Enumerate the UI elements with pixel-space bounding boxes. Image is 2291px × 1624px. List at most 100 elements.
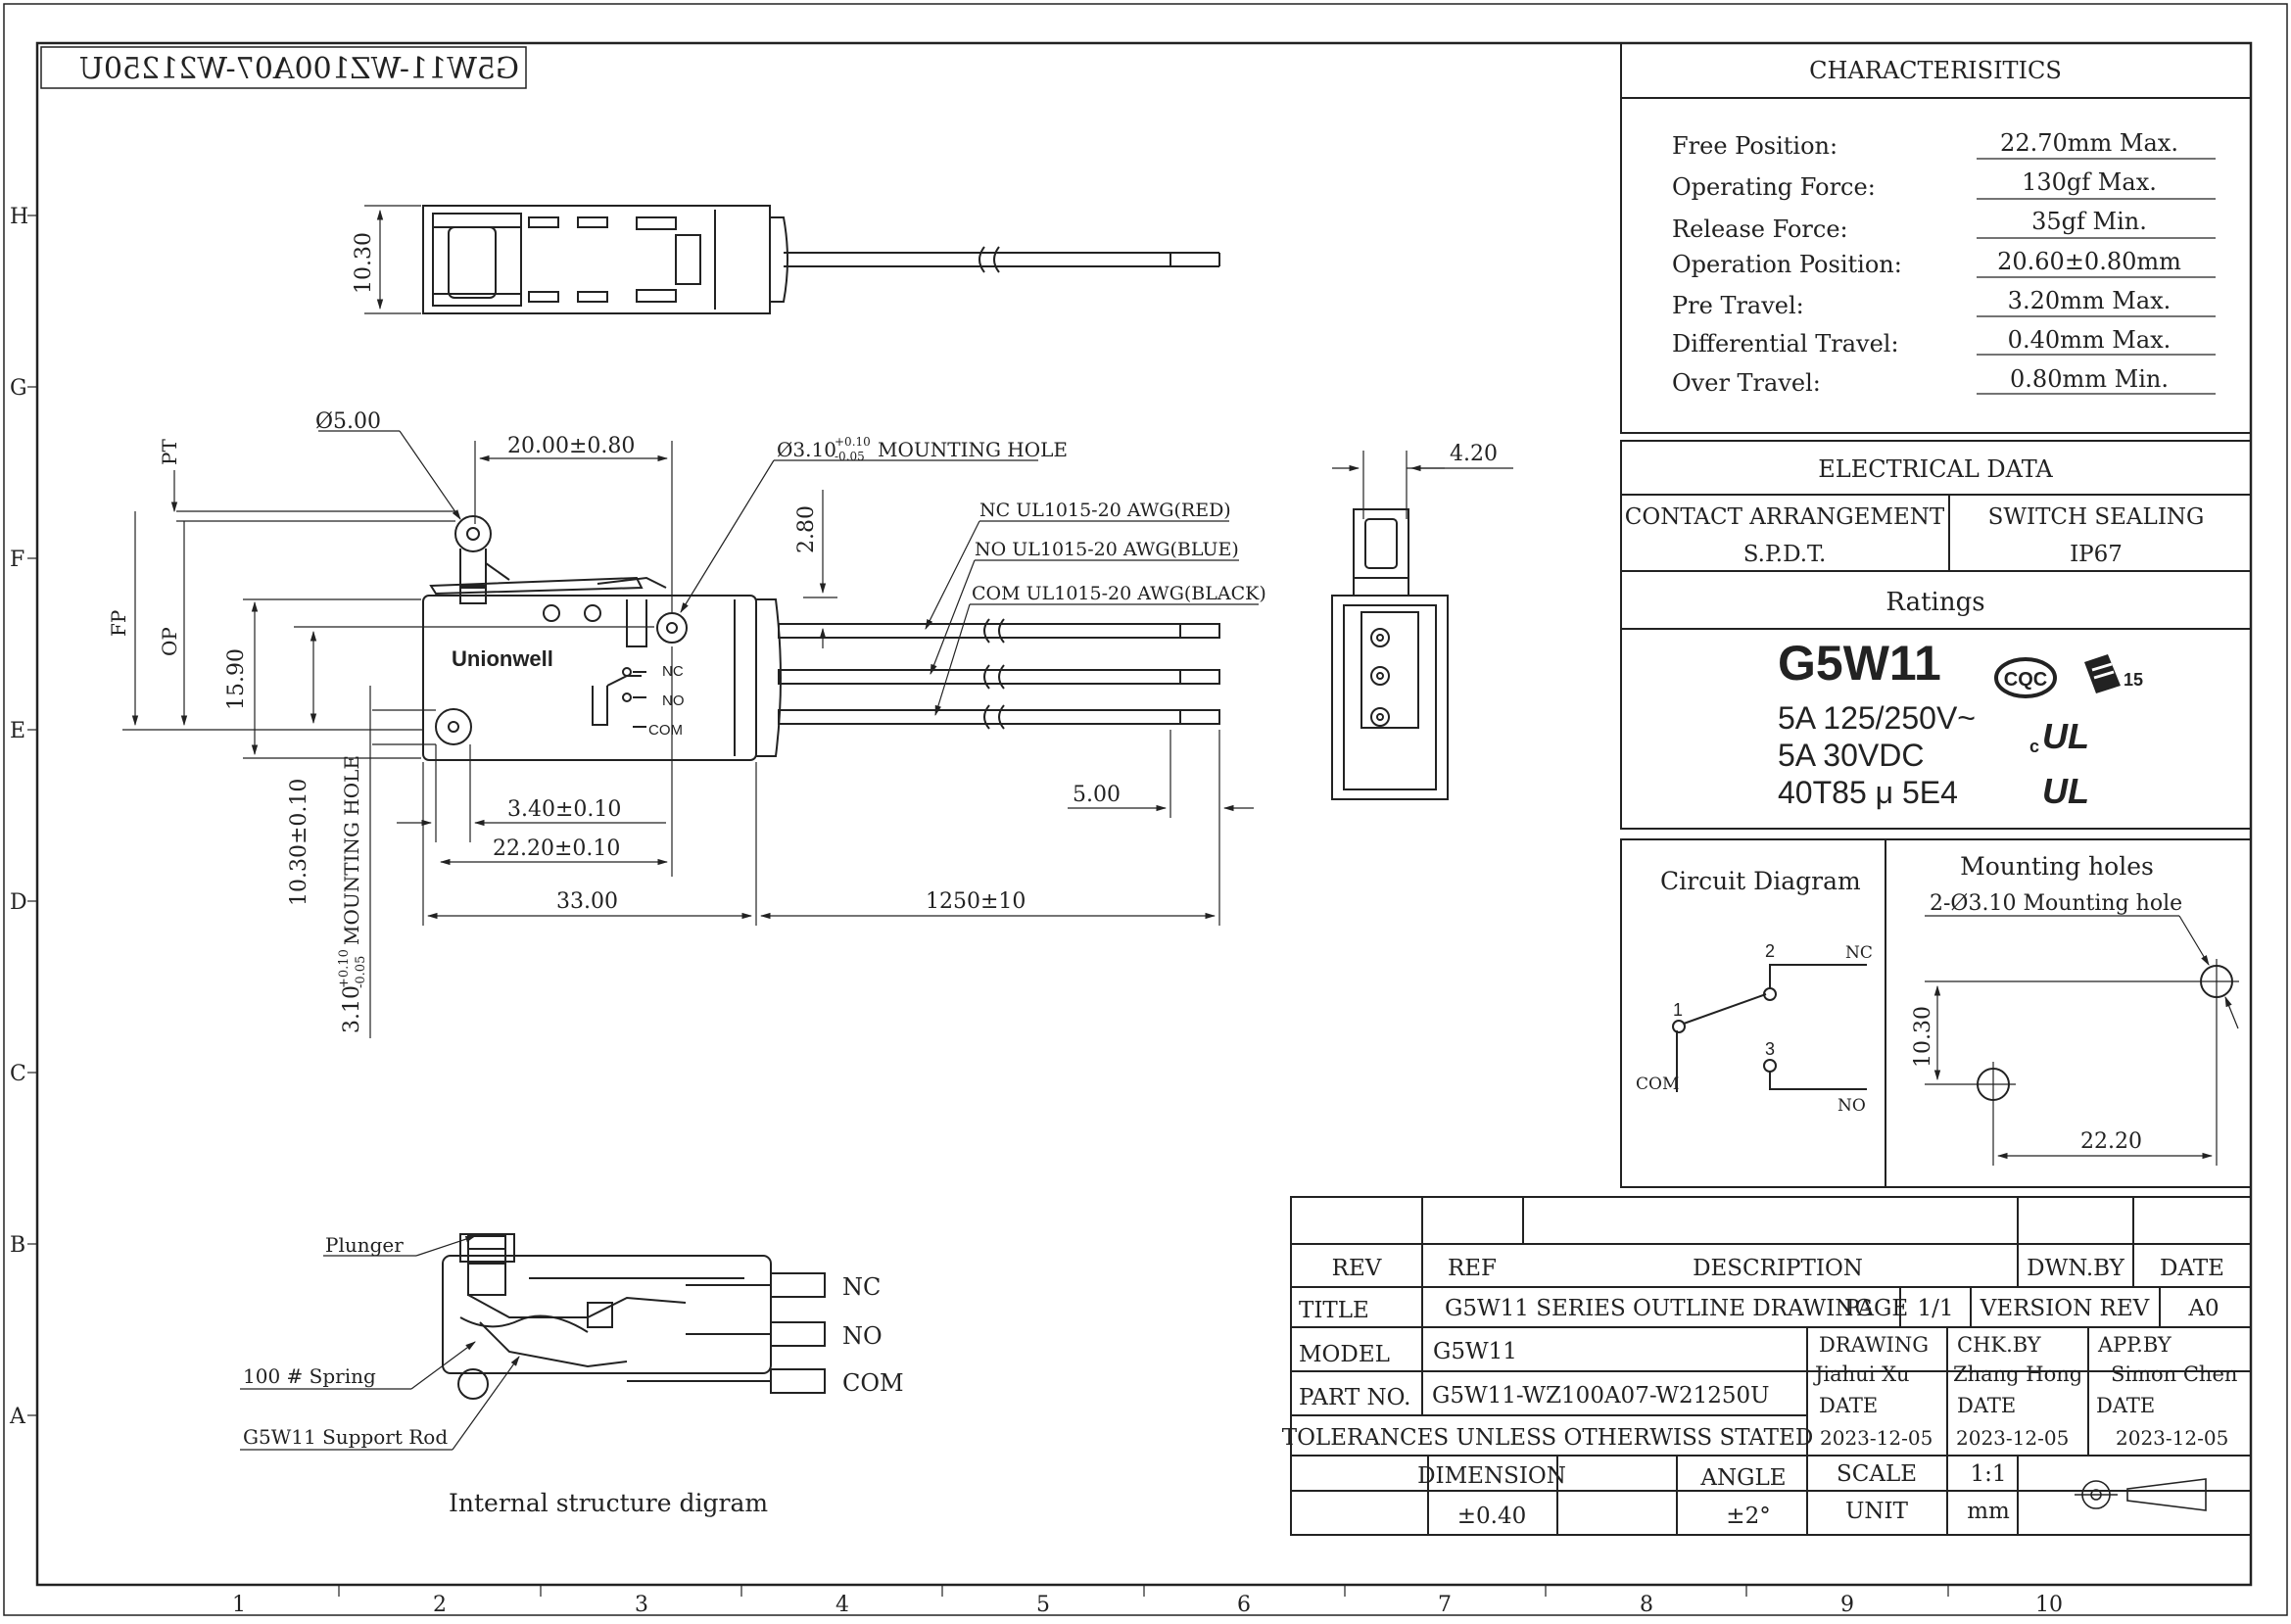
dim-3-10-mounting: 3.10 +0.10 -0.05 MOUNTING HOLE: [337, 755, 368, 1033]
tb-date1-value: 2023-12-05: [1820, 1426, 1933, 1450]
tb-app-value: Simon Chen: [2111, 1362, 2237, 1386]
grid-row-h: H: [10, 205, 28, 229]
circuit-no-label: NO: [1838, 1096, 1866, 1116]
mirrored-drawing-number: G5W11-WZ100A07-W21250U: [40, 46, 527, 89]
ratings-title: Ratings: [1885, 588, 1984, 617]
rating-dc: 5A 30VDC: [1778, 738, 1924, 773]
drawing-number-mirrored: G5W11-WZ100A07-W21250U: [79, 52, 519, 86]
wire-com-label: COM UL1015-20 AWG(BLACK): [972, 583, 1266, 604]
tb-model-label: MODEL: [1299, 1342, 1390, 1367]
tb-dimension-value: ±0.40: [1457, 1504, 1526, 1529]
tb-page-value: 1/1: [1917, 1296, 1953, 1321]
grid-col-5: 5: [1036, 1593, 1050, 1617]
dim-mounting-hole: Ø3.10 +0.10 -0.05 MOUNTING HOLE: [777, 435, 1068, 463]
char-value-diff: 0.40mm Max.: [2008, 326, 2172, 354]
side-nc-label: NC: [662, 663, 684, 680]
dim-roller-dia: Ø5.00: [315, 409, 381, 434]
dim-fp: FP: [107, 610, 130, 637]
cqc-mark: CQC: [1994, 657, 2057, 698]
tb-unit-value: mm: [1967, 1499, 2010, 1524]
enec-mark: 15: [2084, 654, 2143, 693]
char-label-pre: Pre Travel:: [1672, 292, 1804, 319]
tb-title-label: TITLE: [1299, 1298, 1369, 1323]
ratings-model: G5W11: [1778, 636, 1941, 691]
mount-hole-main: Ø3.10: [777, 438, 836, 461]
tb-scale-label: SCALE: [1837, 1461, 1917, 1487]
cqc-mark-text: CQC: [2004, 669, 2047, 691]
enec-mark-number: 15: [2124, 670, 2143, 690]
grid-row-c: C: [10, 1062, 26, 1086]
circuit-title: Circuit Diagram: [1660, 867, 1861, 895]
side-view-body: [422, 515, 782, 761]
circuit-mounting-box: [1620, 838, 2252, 1188]
grid-col-labels: 1 2 3 4 5 6 7 8 9 10: [232, 1593, 2063, 1617]
brand-label: Unionwell: [452, 646, 553, 671]
circuit-node-3: 3: [1765, 1039, 1775, 1059]
internal-caption: Internal structure digram: [449, 1489, 768, 1517]
rating-ac: 5A 125/250V~: [1778, 700, 1976, 736]
tb-ref-label: REF: [1448, 1256, 1497, 1281]
grid-row-b: B: [10, 1233, 25, 1258]
char-label-diff: Differential Travel:: [1672, 330, 1899, 358]
tb-tolerance-note: TOLERANCES UNLESS OTHERWISS STATED: [1282, 1425, 1814, 1451]
char-label-release: Release Force:: [1672, 215, 1848, 243]
tb-page-label: PAGE: [1844, 1296, 1908, 1321]
grid-col-ticks: [338, 1585, 1949, 1597]
contact-arrangement-label: CONTACT ARRANGEMENT: [1625, 504, 1945, 530]
dim-15-90: 15.90: [224, 648, 249, 710]
ul-mark: UL: [2042, 771, 2089, 811]
grid-row-e: E: [10, 719, 25, 743]
tb-date3-label: DATE: [2096, 1394, 2155, 1417]
characteristics-title: CHARACTERISITICS: [1809, 57, 2062, 84]
dim-22-20: 22.20±0.10: [493, 836, 620, 861]
dim-20-00: 20.00±0.80: [507, 434, 635, 458]
tb-version-value: A0: [2187, 1296, 2219, 1321]
char-label-free: Free Position:: [1672, 132, 1838, 160]
grid-row-labels: H G F E D C B A: [9, 205, 28, 1429]
dim-1250: 1250±10: [926, 889, 1026, 914]
dim-3-40: 3.40±0.10: [507, 797, 621, 822]
side-view-dimensions: [122, 430, 1259, 1038]
projection-symbol: [2075, 1478, 2207, 1511]
circuit-node-2: 2: [1765, 941, 1775, 961]
tb-unit-label: UNIT: [1845, 1499, 1909, 1524]
tb-drawing-value: Jiahui Xu: [1813, 1362, 1910, 1386]
internal-no-label: NO: [842, 1322, 883, 1350]
mounting-dim-h: 22.20: [2080, 1129, 2142, 1154]
tb-date2-label: DATE: [1957, 1394, 2016, 1417]
grid-col-3: 3: [635, 1593, 648, 1617]
internal-spring-label: 100 # Spring: [243, 1364, 376, 1388]
dim-end-width-label: 4.20: [1450, 442, 1498, 466]
circuit-node-1: 1: [1673, 1000, 1683, 1020]
electrical-title: ELECTRICAL DATA: [1818, 455, 2053, 483]
dim-op: OP: [158, 627, 181, 656]
grid-col-1: 1: [232, 1593, 246, 1617]
internal-nc-label: NC: [842, 1273, 881, 1301]
tb-part-label: PART NO.: [1299, 1385, 1410, 1410]
circuit-nc-label: NC: [1845, 943, 1873, 963]
cul-mark-c: c: [2029, 737, 2039, 756]
tb-part-value: G5W11-WZ100A07-W21250U: [1432, 1383, 1770, 1409]
tb-desc-label: DESCRIPTION: [1693, 1256, 1863, 1281]
internal-leaders: [240, 1235, 520, 1451]
dim-3-10-tol-dn: -0.05: [354, 956, 368, 988]
char-value-pre: 3.20mm Max.: [2008, 287, 2172, 314]
char-label-force: Operating Force:: [1672, 173, 1876, 201]
char-value-op: 20.60±0.80mm: [1997, 248, 2181, 275]
characteristics-underlines: [1977, 158, 2216, 395]
dim-5-00: 5.00: [1073, 783, 1121, 807]
cul-mark-ul: UL: [2042, 716, 2089, 756]
dim-top-width: [364, 205, 421, 314]
dim-33-00: 33.00: [556, 889, 618, 914]
tb-date3-value: 2023-12-05: [2116, 1426, 2228, 1450]
dim-3-10-suffix: MOUNTING HOLE: [340, 755, 363, 945]
grid-col-2: 2: [433, 1593, 447, 1617]
contact-arrangement-value: S.P.D.T.: [1743, 542, 1827, 567]
mounting-title: Mounting holes: [1960, 852, 2154, 881]
grid-row-a: A: [9, 1405, 26, 1429]
characteristics-rows: Free Position: Operating Force: Release …: [1672, 129, 2181, 397]
tb-angle-value: ±2°: [1726, 1504, 1770, 1529]
dim-2-80: 2.80: [794, 505, 819, 553]
grid-row-d: D: [10, 890, 27, 915]
